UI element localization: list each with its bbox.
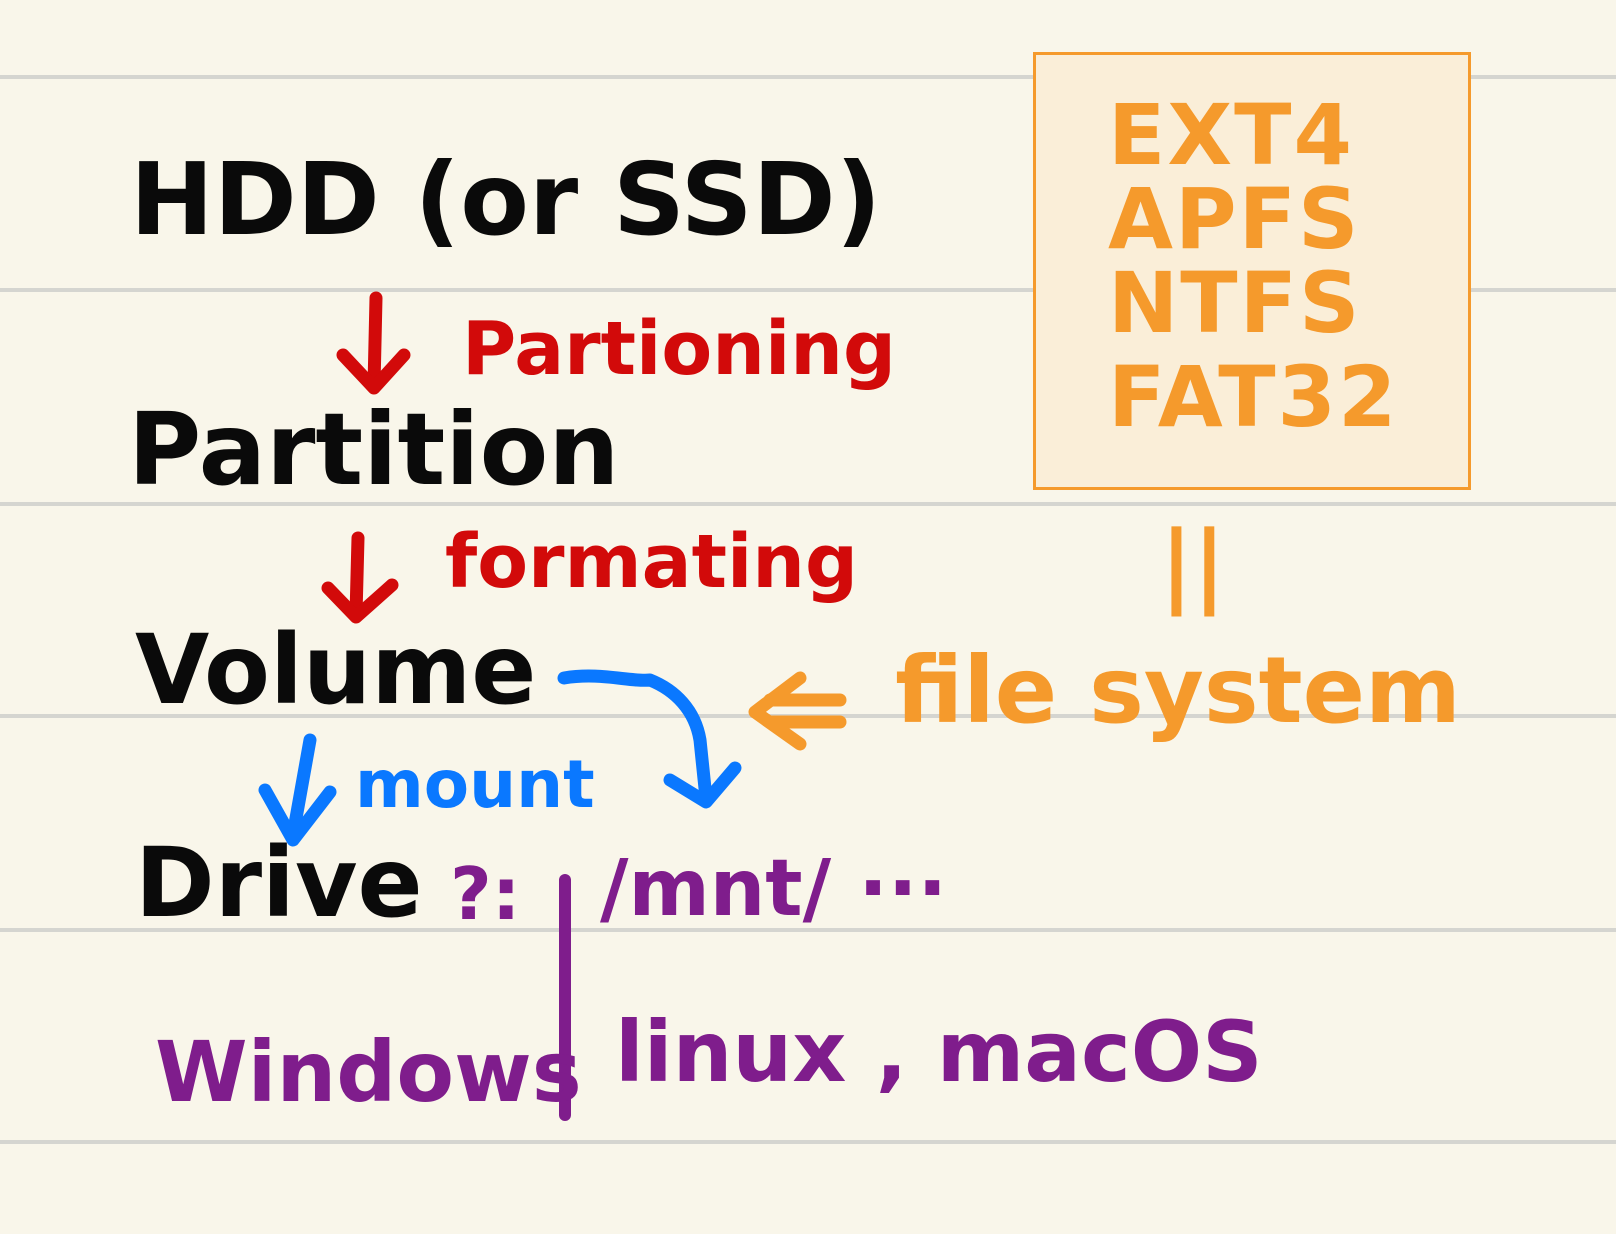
drive-letter-label: ?: bbox=[450, 852, 521, 936]
filesystem-ext4: EXT4 bbox=[1108, 86, 1354, 184]
partitioning-label: Partioning bbox=[462, 306, 896, 392]
drive-label: Drive bbox=[135, 827, 423, 939]
ruled-line bbox=[0, 928, 1616, 932]
filesystem-arrow bbox=[748, 671, 847, 751]
formatting-arrow bbox=[321, 531, 399, 624]
filesystem-box: EXT4 APFS NTFS FAT32 bbox=[1033, 52, 1471, 490]
mount-label: mount bbox=[355, 746, 595, 823]
filesystem-label: file system bbox=[895, 637, 1461, 744]
mount-arrow bbox=[258, 733, 337, 847]
volume-label: Volume bbox=[135, 614, 537, 726]
ruled-line bbox=[0, 288, 1616, 292]
mount-path-arrow bbox=[557, 669, 742, 809]
mount-path-label: /mnt/ ··· bbox=[600, 844, 948, 934]
hdd-label: HDD (or SSD) bbox=[130, 141, 882, 258]
filesystem-apfs: APFS bbox=[1108, 170, 1361, 268]
ruled-line bbox=[0, 75, 1616, 79]
unix-label: linux , macOS bbox=[615, 1003, 1263, 1101]
formatting-label: formating bbox=[445, 519, 858, 605]
ruled-line bbox=[0, 502, 1616, 506]
windows-label: Windows bbox=[155, 1023, 582, 1121]
partitioning-arrow bbox=[336, 291, 411, 395]
filesystem-fat32: FAT32 bbox=[1108, 348, 1399, 446]
partition-label: Partition bbox=[128, 391, 620, 508]
ruled-line bbox=[0, 1140, 1616, 1144]
equals-sign: || bbox=[1160, 512, 1226, 617]
filesystem-ntfs: NTFS bbox=[1108, 254, 1362, 352]
